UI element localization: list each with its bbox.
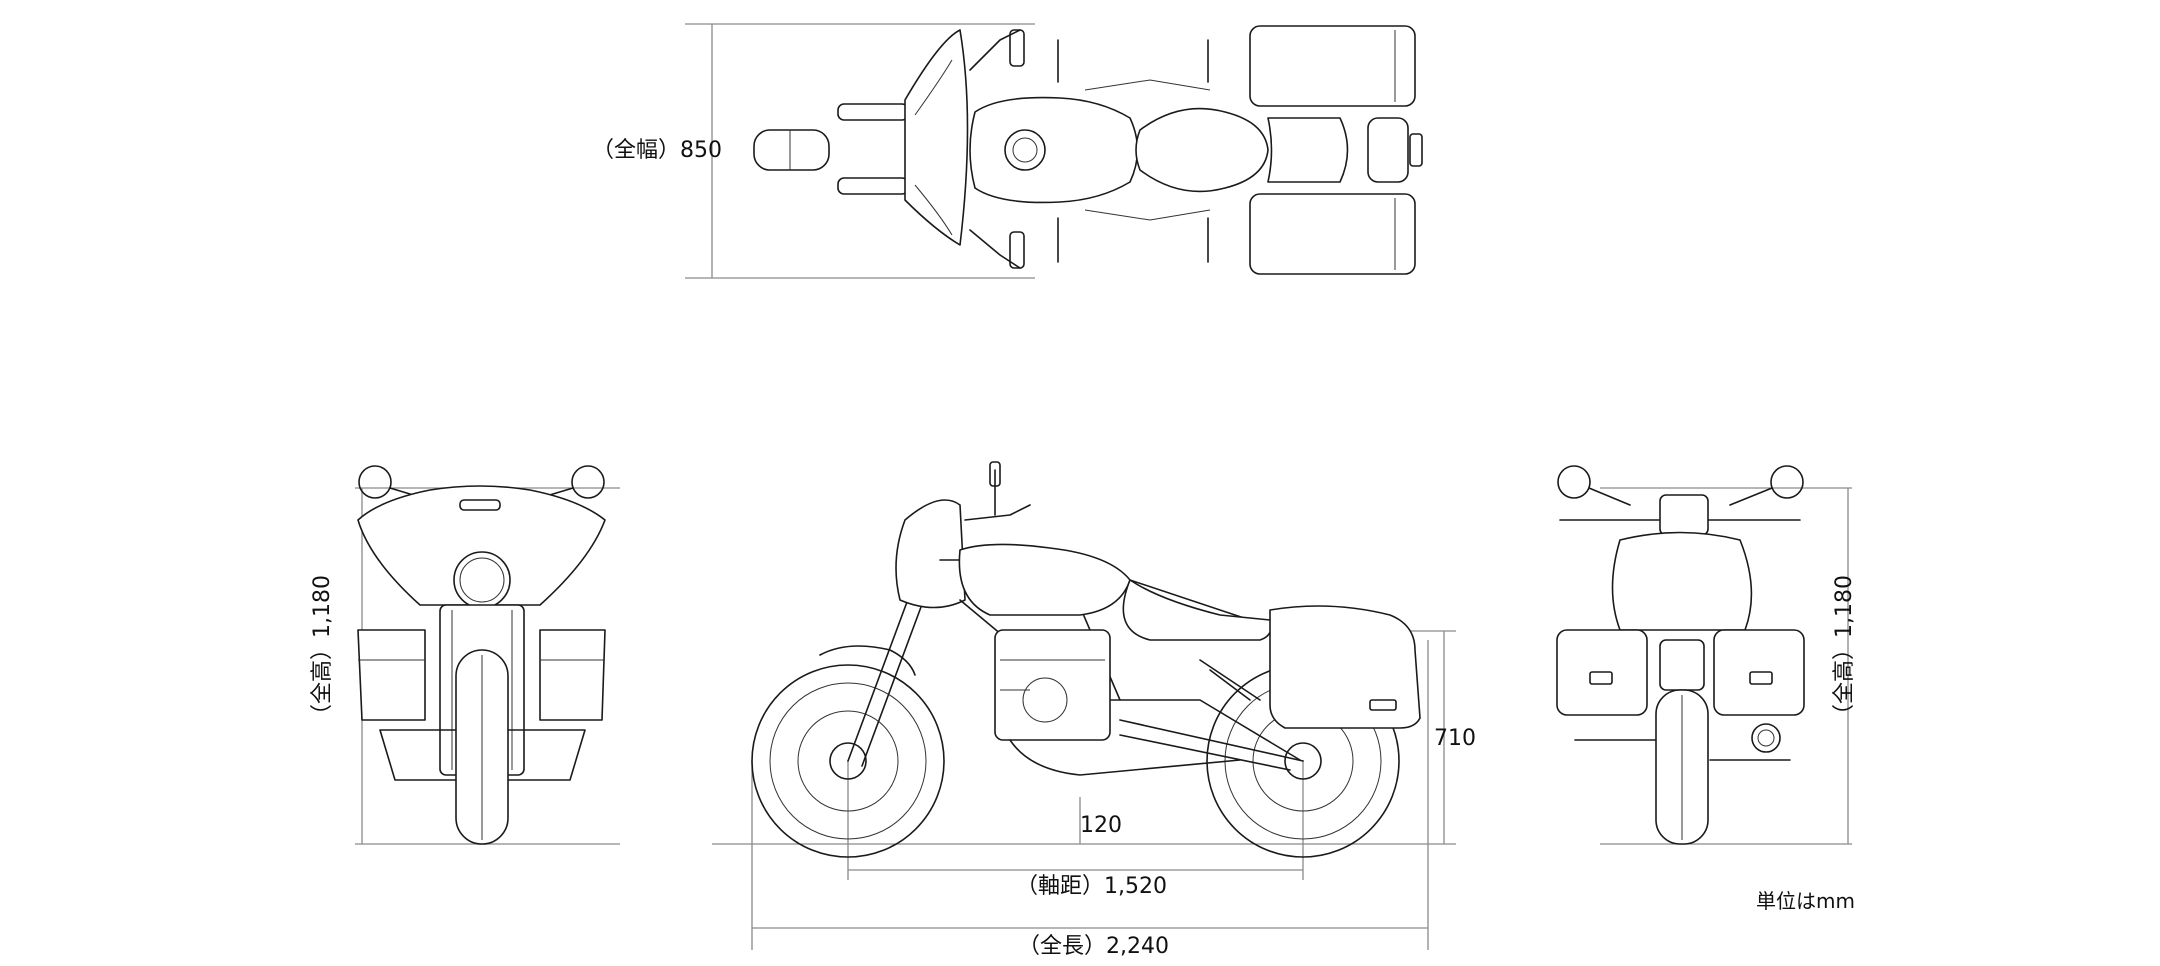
overall-height-rear-label: （全高）1,180 (1832, 575, 1857, 726)
seat-height-label: 710 (1434, 726, 1476, 751)
top-view (753, 25, 1423, 275)
overall-length-label: （全長）2,240 (1018, 934, 1169, 959)
wheelbase-label: （軸距）1,520 (1016, 874, 1167, 899)
unit-note: 単位はmm (1756, 889, 1855, 913)
overall-height-front-label: （全高）1,180 (310, 575, 335, 726)
front-view (357, 465, 606, 845)
rear-view (1556, 465, 1805, 845)
side-view (751, 461, 1421, 858)
overall-width-label: （全幅）850 (592, 138, 722, 163)
ground-clearance-label: 120 (1080, 813, 1122, 838)
